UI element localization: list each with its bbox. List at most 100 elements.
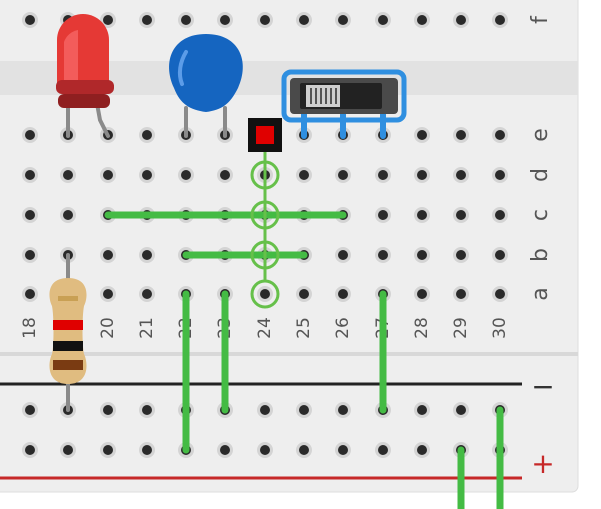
row-label-e: e [528,128,553,142]
row-label-d: d [528,168,553,182]
breadboard-hole[interactable] [220,445,230,455]
breadboard-hole[interactable] [25,405,35,415]
breadboard-hole[interactable] [260,15,270,25]
breadboard-hole[interactable] [495,15,505,25]
breadboard-hole[interactable] [181,170,191,180]
column-label: 20 [98,317,118,339]
breadboard-hole[interactable] [378,445,388,455]
breadboard-hole[interactable] [338,15,348,25]
led-base [58,94,110,108]
breadboard-hole[interactable] [417,289,427,299]
breadboard-hole[interactable] [142,289,152,299]
breadboard-hole[interactable] [142,445,152,455]
slide-switch[interactable] [281,69,407,139]
breadboard-hole[interactable] [456,15,466,25]
breadboard-hole[interactable] [181,15,191,25]
breadboard-hole[interactable] [260,289,270,299]
breadboard-hole[interactable] [299,170,309,180]
capacitor-body [169,34,243,112]
breadboard-hole[interactable] [25,250,35,260]
breadboard-hole[interactable] [378,170,388,180]
selected-hole-marker[interactable] [248,118,282,152]
breadboard-hole[interactable] [338,250,348,260]
breadboard-hole[interactable] [338,445,348,455]
breadboard-hole[interactable] [25,445,35,455]
breadboard-hole[interactable] [378,15,388,25]
breadboard-hole[interactable] [378,250,388,260]
breadboard-hole[interactable] [417,130,427,140]
breadboard-hole[interactable] [103,445,113,455]
breadboard-hole[interactable] [299,15,309,25]
breadboard-hole[interactable] [417,170,427,180]
ceramic-capacitor[interactable] [169,34,243,138]
breadboard-hole[interactable] [25,130,35,140]
breadboard-hole[interactable] [142,250,152,260]
breadboard-hole[interactable] [456,210,466,220]
breadboard-hole[interactable] [299,405,309,415]
breadboard-hole[interactable] [103,405,113,415]
breadboard-hole[interactable] [220,170,230,180]
breadboard-hole[interactable] [417,250,427,260]
breadboard-hole[interactable] [456,130,466,140]
breadboard-hole[interactable] [103,289,113,299]
led-rim [56,80,114,94]
breadboard-body [0,0,579,493]
column-label: 28 [412,317,432,339]
column-label: 25 [294,317,314,339]
plus-rail-label: + [531,447,554,480]
breadboard-hole[interactable] [142,130,152,140]
breadboard-hole[interactable] [142,15,152,25]
breadboard-hole[interactable] [142,405,152,415]
breadboard-hole[interactable] [417,445,427,455]
breadboard-hole[interactable] [25,15,35,25]
resistor[interactable] [49,253,87,412]
led[interactable] [56,14,114,138]
breadboard-hole[interactable] [63,170,73,180]
breadboard-hole[interactable] [338,170,348,180]
breadboard-hole[interactable] [220,15,230,25]
breadboard-hole[interactable] [417,210,427,220]
column-label: 18 [20,317,40,339]
breadboard-hole[interactable] [456,250,466,260]
breadboard-hole[interactable] [495,130,505,140]
breadboard-hole[interactable] [495,250,505,260]
breadboard-hole[interactable] [25,210,35,220]
breadboard-hole[interactable] [103,250,113,260]
breadboard-hole[interactable] [63,210,73,220]
breadboard-hole[interactable] [417,405,427,415]
breadboard-hole[interactable] [378,210,388,220]
breadboard-hole[interactable] [103,170,113,180]
breadboard-hole[interactable] [456,405,466,415]
breadboard-hole[interactable] [63,445,73,455]
column-label: 29 [451,317,471,339]
breadboard-hole[interactable] [103,15,113,25]
row-label-c: c [528,209,553,221]
row-label-a: a [528,287,553,300]
breadboard-hole[interactable] [25,170,35,180]
breadboard-hole[interactable] [299,445,309,455]
column-labels: 18 20 21 22 23 24 25 26 27 28 29 30 [20,317,510,339]
row-label-b: b [528,248,553,262]
breadboard-hole[interactable] [142,170,152,180]
breadboard-hole[interactable] [299,289,309,299]
breadboard-hole[interactable] [260,445,270,455]
breadboard-hole[interactable] [338,289,348,299]
capacitor-highlight [177,50,188,86]
breadboard-hole[interactable] [495,289,505,299]
breadboard-hole[interactable] [495,170,505,180]
column-label: 24 [255,317,275,339]
breadboard-hole[interactable] [338,405,348,415]
switch-selection-outline [281,69,407,123]
breadboard-hole[interactable] [260,405,270,415]
led-highlight [64,30,78,84]
breadboard-hole[interactable] [495,210,505,220]
minus-rail-label: − [531,370,554,403]
row-label-f: f [528,15,553,24]
column-label: 26 [333,317,353,339]
resistor-body [49,278,87,384]
breadboard-hole[interactable] [456,170,466,180]
breadboard-hole[interactable] [456,289,466,299]
breadboard-hole[interactable] [25,289,35,299]
breadboard-hole[interactable] [417,15,427,25]
